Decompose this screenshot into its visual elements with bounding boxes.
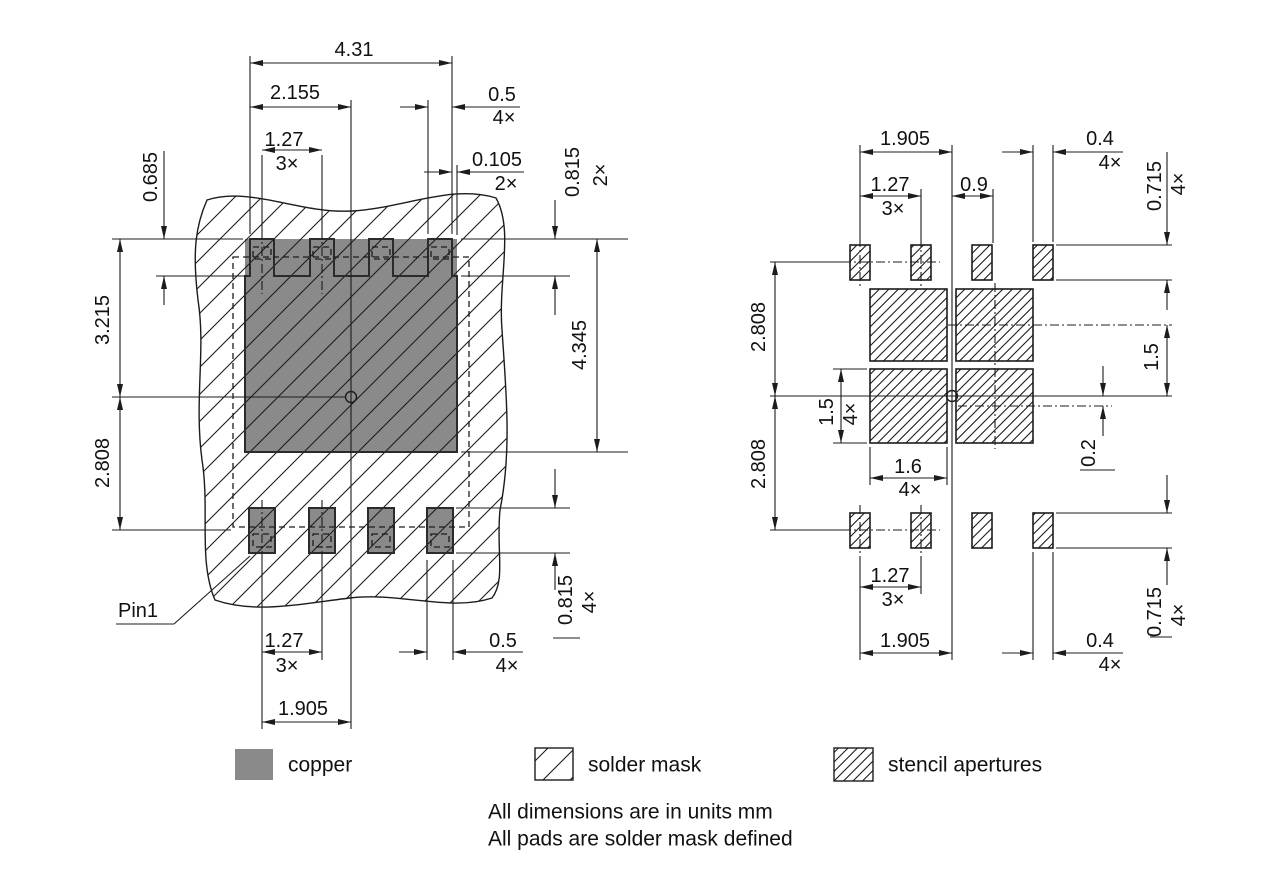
dim-09: 0.9: [952, 174, 993, 199]
dim-04-top-count: 4×: [1099, 152, 1122, 174]
dim-15-inner-label: 1.5: [816, 398, 838, 426]
dim-05-top-count: 4×: [493, 107, 516, 129]
legend-copper-label: copper: [288, 754, 352, 777]
dim-1905-top-right: 1.905: [860, 128, 952, 155]
dim-0815-bottom-count: 4×: [579, 591, 601, 614]
dim-127-bottom-left: 1.27 3×: [262, 630, 322, 677]
dim-04-top: 0.4 4×: [1002, 128, 1123, 174]
dim-05-top: 0.5 4×: [400, 84, 520, 129]
dim-0715-bottom-label: 0.715: [1144, 587, 1166, 637]
dim-2808-left: 2.808: [92, 397, 123, 530]
legend-copper-swatch: [235, 749, 273, 780]
dim-127-bottom-left-count: 3×: [276, 655, 299, 677]
dim-1905-left: 1.905: [262, 698, 351, 725]
note-units: All dimensions are in units mm: [488, 801, 773, 824]
dim-05-bottom: 0.5 4×: [399, 630, 523, 677]
extension-lines-left: [112, 56, 628, 660]
dim-127-bottom-right-label: 1.27: [871, 565, 910, 587]
dim-15-right: 1.5: [1141, 325, 1170, 396]
left-view-copper-mask: 4.31 2.155 0.5 4× 1.27 3× 0.105 2× 0.685: [92, 39, 628, 729]
legend-solder-mask-label: solder mask: [588, 754, 702, 777]
dim-04-bottom: 0.4 4×: [1002, 630, 1123, 676]
centerlines-right: [770, 145, 1172, 660]
dim-2808-right-upper-label: 2.808: [748, 302, 770, 352]
dim-0105-label: 0.105: [472, 149, 522, 171]
dim-127-top-left: 1.27 3×: [262, 129, 322, 175]
dim-15-inner: 1.5 4×: [816, 369, 862, 443]
dim-15-right-label: 1.5: [1141, 343, 1163, 371]
dim-02-label: 0.2: [1078, 439, 1100, 467]
dim-1905-bottom-right-label: 1.905: [880, 630, 930, 652]
dim-2808-right-lower: 2.808: [748, 396, 778, 530]
centerlines-left: [112, 100, 352, 729]
dim-3215: 3.215: [92, 239, 123, 397]
dim-0715-top-label: 0.715: [1144, 161, 1166, 211]
dim-127-top-right-label: 1.27: [871, 174, 910, 196]
dim-02: 0.2: [1078, 366, 1115, 471]
dim-0815-top-label: 0.815: [562, 147, 584, 197]
right-view-stencil: 1.905 0.4 4× 1.27 3× 0.9 0.715 4× 2.808: [748, 128, 1190, 676]
note-mask-defined: All pads are solder mask defined: [488, 828, 793, 851]
dim-0105: 0.105 2×: [424, 149, 524, 195]
dim-05-bottom-label: 0.5: [489, 630, 517, 652]
dim-2808-right-lower-label: 2.808: [748, 439, 770, 489]
stencil-aperture-pads: [849, 244, 1054, 549]
dim-04-bottom-label: 0.4: [1086, 630, 1114, 652]
dim-127-bottom-right: 1.27 3×: [860, 565, 921, 611]
dim-0715-top-count: 4×: [1168, 173, 1190, 196]
dim-0815-bottom-label: 0.815: [555, 575, 577, 625]
dim-0815-top: 0.815 2×: [552, 147, 612, 315]
dim-127-top-right-count: 3×: [882, 198, 905, 220]
pin1-callout: Pin1: [116, 555, 251, 625]
dim-2808-left-label: 2.808: [92, 438, 114, 488]
dim-2808-right-upper: 2.808: [748, 262, 778, 396]
dim-0685-label: 0.685: [140, 152, 162, 202]
dim-09-label: 0.9: [960, 174, 988, 196]
pin1-label: Pin1: [118, 600, 158, 622]
dim-1905-left-label: 1.905: [278, 698, 328, 720]
dim-3215-label: 3.215: [92, 295, 114, 345]
legend-stencil-label: stencil apertures: [888, 754, 1042, 777]
dim-04-top-label: 0.4: [1086, 128, 1114, 150]
dim-127-top-left-label: 1.27: [265, 129, 304, 151]
dim-15-inner-count: 4×: [840, 403, 862, 426]
dim-0715-bottom: 0.715 4×: [1144, 475, 1190, 638]
dim-127-top-right: 1.27 3×: [860, 174, 921, 220]
dim-127-bottom-right-count: 3×: [882, 589, 905, 611]
pad-3-outline: [367, 507, 395, 554]
dim-0815-top-count: 2×: [590, 164, 612, 187]
legend: copper solder mask stencil apertures: [235, 747, 1042, 782]
dim-1905-top-right-label: 1.905: [880, 128, 930, 150]
dim-0715-top: 0.715 4×: [1144, 152, 1190, 310]
dim-127-bottom-left-label: 1.27: [265, 630, 304, 652]
dim-4345: 4.345: [569, 239, 600, 452]
dim-127-top-left-count: 3×: [276, 153, 299, 175]
dim-0685: 0.685: [140, 151, 167, 305]
center-mark-right: [945, 389, 959, 403]
dim-16: 1.6 4×: [870, 456, 947, 501]
dim-0815-bottom: 0.815 4×: [552, 469, 601, 639]
dim-1905-bottom-right: 1.905: [860, 630, 952, 656]
mask-opening-outline: [244, 238, 458, 453]
dim-05-bottom-count: 4×: [496, 655, 519, 677]
dim-4345-label: 4.345: [569, 320, 591, 370]
dim-16-count: 4×: [899, 479, 922, 501]
dim-0105-count: 2×: [495, 173, 518, 195]
drawing-notes: All dimensions are in units mm All pads …: [488, 801, 793, 851]
dim-2155-label: 2.155: [270, 82, 320, 104]
dim-431-label: 4.31: [335, 39, 374, 61]
dim-2155: 2.155: [250, 82, 351, 110]
dim-0715-bottom-count: 4×: [1168, 604, 1190, 627]
legend-solder-mask-swatch: [534, 747, 574, 781]
center-mark-left: [344, 390, 358, 404]
dim-16-label: 1.6: [894, 456, 922, 478]
dim-431: 4.31: [250, 39, 452, 66]
dim-04-bottom-count: 4×: [1099, 654, 1122, 676]
pad-4-outline: [426, 507, 454, 554]
dim-05-top-label: 0.5: [488, 84, 516, 106]
legend-stencil-swatch: [833, 747, 874, 782]
